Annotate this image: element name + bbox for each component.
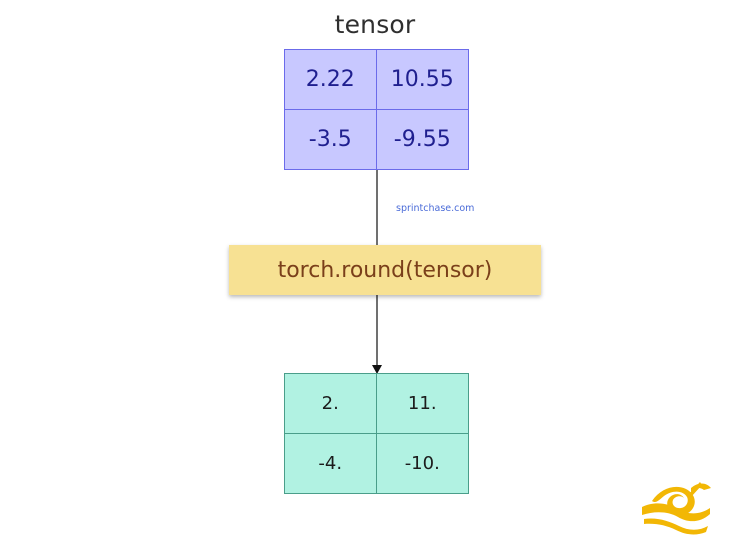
operation-label: torch.round(tensor) [277, 257, 493, 283]
output-tensor-cell: 11. [376, 374, 468, 434]
input-tensor-cell: -3.5 [285, 109, 377, 169]
watermark-text: sprintchase.com [396, 203, 475, 214]
output-tensor-cell: 2. [285, 374, 377, 434]
input-tensor-grid: 2.22 10.55 -3.5 -9.55 [284, 49, 469, 170]
output-tensor-cell: -4. [285, 433, 377, 493]
output-tensor-grid: 2. 11. -4. -10. [284, 373, 469, 494]
yellow-logo-icon [642, 482, 711, 535]
operation-box: torch.round(tensor) [229, 245, 541, 295]
diagram-title: tensor [334, 10, 416, 39]
input-tensor-cell: 2.22 [285, 50, 377, 110]
input-tensor-cell: -9.55 [393, 126, 451, 152]
input-tensor-cell: 10.55 [376, 50, 468, 110]
output-tensor-cell: -10. [404, 452, 440, 474]
